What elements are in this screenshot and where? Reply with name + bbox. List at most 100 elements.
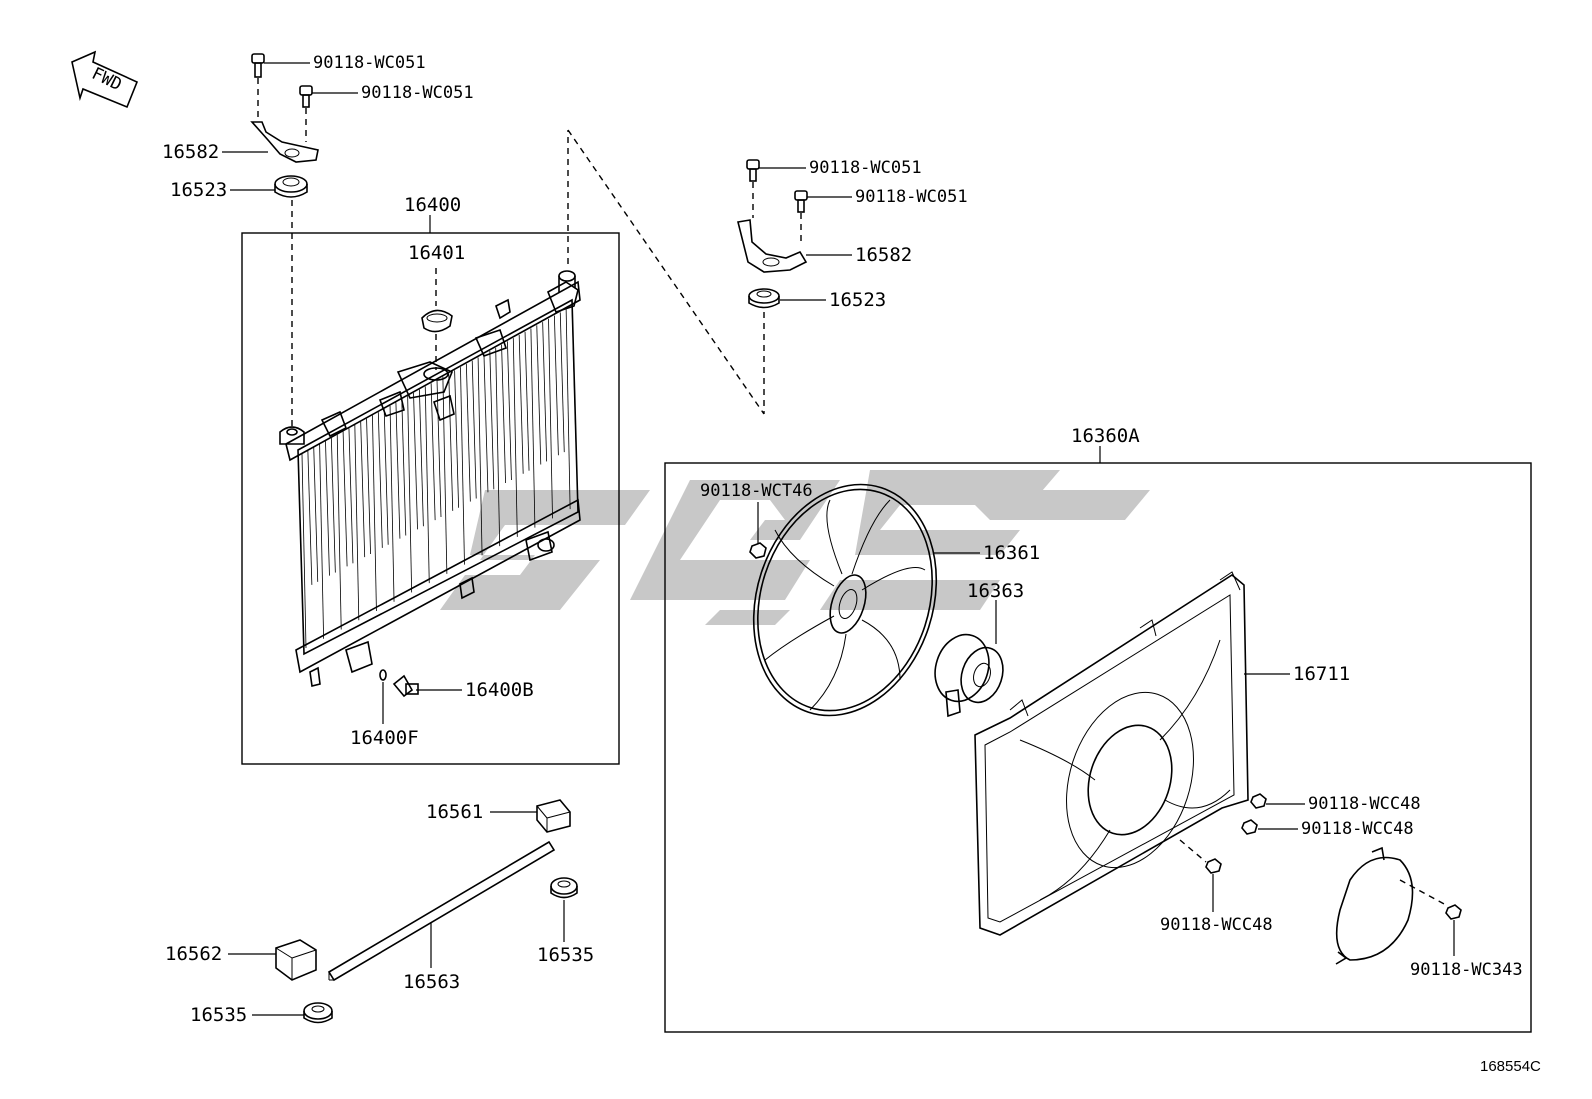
radiator-fin	[536, 325, 542, 465]
radiator-fin	[360, 421, 366, 558]
radiator-fin	[336, 434, 342, 630]
watermark-logo	[440, 470, 1150, 625]
radiator-fin	[512, 338, 518, 537]
radiator-fin	[366, 418, 371, 555]
radiator-fin	[448, 373, 454, 511]
callout-cushion-lower-right: 16535	[537, 944, 594, 966]
radiator-fin	[325, 441, 330, 576]
radiator-fin	[330, 437, 336, 573]
radiator-fin	[524, 331, 530, 471]
callout-fan-shroud: 16711	[1293, 663, 1350, 685]
fwd-label: FWD	[88, 64, 124, 95]
callout-drain-oring: 16400F	[350, 727, 419, 749]
bolt-wcc48-b	[1241, 819, 1298, 835]
callout-drain-cock: 16400B	[465, 679, 534, 701]
radiator-fin	[548, 318, 553, 519]
radiator-fin	[454, 370, 460, 508]
radiator-fin	[530, 328, 536, 528]
drawing-code: 168554C	[1480, 1058, 1541, 1075]
radiator-fin	[354, 425, 360, 621]
bolt-wc051-d	[794, 190, 852, 213]
callout-bolt-wcc48-b: 90118-WCC48	[1301, 819, 1414, 839]
callout-seal-upper: 16561	[426, 801, 483, 823]
bolt-wc051-a	[251, 53, 310, 78]
radiator-fin	[460, 367, 465, 565]
seal-lower	[228, 939, 317, 981]
callout-fan-motor-assy: 16360A	[1071, 425, 1140, 447]
cushion-right	[748, 288, 826, 309]
radiator-fin	[471, 360, 477, 499]
callout-cushion-left: 16523	[170, 179, 227, 201]
callout-bolt-wc051-a: 90118-WC051	[313, 53, 426, 73]
radiator-fin	[342, 431, 348, 567]
cushion-left	[230, 175, 308, 198]
callout-bolt-wc343: 90118-WC343	[1410, 960, 1523, 980]
callout-radiator-cap: 16401	[408, 242, 465, 264]
callout-bracket-left: 16582	[162, 141, 219, 163]
bracket-left	[222, 121, 319, 163]
bolt-wc343	[1445, 904, 1462, 956]
callout-bolt-wc051-c: 90118-WC051	[809, 158, 922, 178]
callout-bracket-right: 16582	[855, 244, 912, 266]
radiator-fin	[477, 357, 483, 556]
cushion-lower-left	[252, 1002, 333, 1024]
callout-bolt-wcc48-c: 90118-WCC48	[1160, 915, 1273, 935]
radiator-fin	[559, 312, 565, 453]
radiator-fin	[319, 444, 325, 639]
motor-cover	[1335, 846, 1447, 965]
callout-radiator-assy: 16400	[404, 194, 461, 216]
radiator-fin	[442, 376, 448, 574]
bolt-wc051-b	[299, 85, 358, 108]
fwd-arrow-icon: FWD	[71, 50, 139, 109]
fan-blade-assembly	[752, 483, 938, 717]
bracket-right	[737, 219, 852, 273]
radiator-fin	[372, 415, 377, 611]
radiator-fin	[553, 315, 559, 456]
bolt-wcc48-c	[1179, 839, 1222, 912]
radiator-fin	[383, 408, 389, 545]
radiator-core	[279, 270, 581, 687]
radiator-fin	[436, 379, 442, 518]
radiator-fin	[571, 305, 577, 447]
radiator-fin	[307, 450, 313, 585]
cushion-lower-right	[550, 877, 578, 942]
radiator-fin	[401, 399, 407, 536]
seal-upper	[490, 799, 571, 833]
radiator-fin	[389, 405, 395, 602]
radiator-fin	[507, 341, 512, 480]
callout-seal-lower: 16562	[165, 943, 222, 965]
bolt-wcc48-a	[1250, 793, 1305, 809]
radiator-fin	[495, 347, 501, 547]
radiator-fin	[430, 383, 436, 521]
radiator-fin	[501, 344, 506, 484]
nut-wct46	[749, 542, 767, 559]
radiator-fin	[413, 392, 418, 530]
drain-cock	[392, 674, 462, 698]
callout-bolt-wcc48-a: 90118-WCC48	[1308, 794, 1421, 814]
radiator-fin	[395, 402, 401, 539]
radiator-fin	[377, 412, 383, 548]
radiator-fin	[407, 396, 413, 593]
radiator-cap	[421, 309, 453, 333]
radiator-fin	[483, 354, 489, 493]
fan-shroud	[974, 571, 1249, 936]
bolt-wc051-c	[746, 159, 806, 182]
drain-oring	[379, 669, 387, 681]
radiator-fin	[313, 447, 319, 582]
radiator-fin	[542, 322, 548, 462]
callout-cushion-right: 16523	[829, 289, 886, 311]
radiator-fin	[418, 389, 424, 527]
callout-bolt-wc051-b: 90118-WC051	[361, 83, 474, 103]
callout-seal-strip: 16563	[403, 971, 460, 993]
radiator-fin	[424, 386, 430, 584]
radiator-fin	[301, 453, 307, 649]
callout-bolt-wct46: 90118-WCT46	[700, 481, 813, 501]
callout-fan-motor: 16363	[967, 580, 1024, 602]
fan-assembly-frame	[664, 462, 1532, 1033]
radiator-fin	[518, 334, 524, 474]
callout-bolt-wc051-d: 90118-WC051	[855, 187, 968, 207]
radiator-fin	[348, 428, 354, 564]
radiator-fin	[465, 363, 471, 502]
fan-motor	[934, 633, 1004, 718]
